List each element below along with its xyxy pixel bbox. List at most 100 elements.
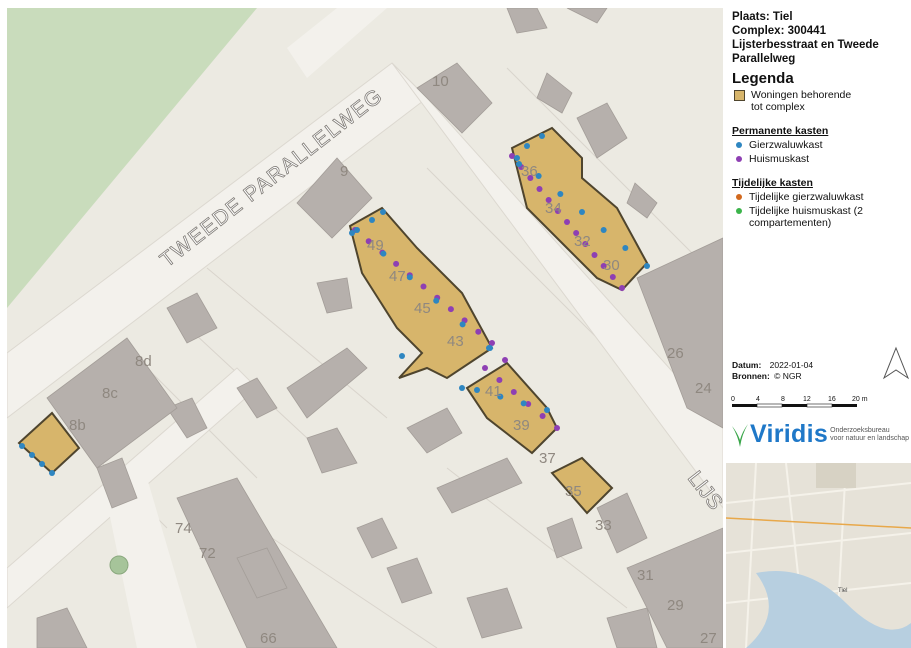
legend-label: Gierzwaluwkast bbox=[749, 139, 823, 151]
huismuskast-marker bbox=[475, 328, 482, 335]
house-number: 31 bbox=[637, 567, 654, 584]
overview-map[interactable]: Tiel bbox=[726, 463, 911, 648]
gierzwaluwkast-marker bbox=[29, 452, 35, 458]
house-number: 35 bbox=[565, 483, 582, 500]
complex-house-49-43 bbox=[348, 206, 494, 380]
gierzwaluwkast-marker bbox=[399, 353, 405, 359]
house-number: 30 bbox=[603, 257, 620, 274]
nest-boxes bbox=[19, 133, 650, 476]
green-strip bbox=[7, 8, 257, 308]
house-number: 49 bbox=[367, 237, 384, 254]
legend-item-tijdelijke-gierzwaluwkast: Tijdelijke gierzwaluwkast bbox=[732, 191, 907, 203]
legend-item-gierzwaluwkast: Gierzwaluwkast bbox=[732, 139, 907, 151]
legend-label: Tijdelijke gierzwaluwkast bbox=[749, 191, 864, 203]
map-area[interactable]: TWEEDE PARALLELWEG LIJS 10 9 36 34 32 30… bbox=[7, 8, 723, 648]
house-number: 24 bbox=[695, 380, 712, 397]
scale-tick: 20 m bbox=[852, 396, 868, 403]
gierzwaluwkast-marker bbox=[557, 191, 564, 197]
huismuskast-marker bbox=[509, 153, 515, 159]
house-number: 72 bbox=[199, 545, 216, 562]
permanent-heading: Permanente kasten bbox=[732, 125, 829, 137]
house-number: 8c bbox=[102, 385, 118, 402]
legend-item-tijdelijke-huismuskast: Tijdelijke huismuskast (2 compartementen… bbox=[732, 205, 907, 229]
house-number: 39 bbox=[513, 417, 530, 434]
huismuskast-marker bbox=[591, 252, 598, 258]
gierzwaluwkast-marker bbox=[49, 470, 55, 476]
woningen-swatch bbox=[734, 90, 745, 101]
logo-subtitle-1: Onderzoeksbureau bbox=[830, 426, 890, 434]
leaf-icon bbox=[732, 423, 748, 447]
legend-item-huismuskast: Huismuskast bbox=[732, 153, 907, 165]
gierzwaluwkast-marker bbox=[354, 227, 360, 233]
logo-subtitle: Onderzoeksbureau voor natuur en landscha… bbox=[830, 427, 909, 443]
house-number: 33 bbox=[595, 517, 612, 534]
gierzwaluwkast-marker bbox=[524, 143, 530, 149]
datum-line: Datum: 2022-01-04 bbox=[732, 360, 902, 371]
datum-label: Datum: bbox=[732, 360, 762, 370]
gierzwaluwkast-marker bbox=[349, 230, 355, 236]
huismuskast-marker bbox=[619, 285, 625, 291]
house-number: 9 bbox=[340, 163, 348, 180]
house-number: 41 bbox=[485, 383, 502, 400]
huismuskast-marker bbox=[420, 283, 427, 290]
house-number: 74 bbox=[175, 520, 192, 537]
viridis-logo: Viridis Onderzoeksbureau voor natuur en … bbox=[730, 420, 909, 449]
huismuskast-marker bbox=[545, 197, 552, 203]
huismuskast-marker bbox=[609, 274, 616, 280]
gierzwaluwkast-marker bbox=[474, 387, 480, 393]
gierzwaluwkast-marker bbox=[520, 400, 527, 407]
gierzwaluwkast-marker bbox=[19, 443, 25, 449]
logo-subtitle-2: voor natuur en landschap bbox=[830, 434, 910, 442]
scale-tick: 0 bbox=[731, 396, 735, 403]
house-number: 8d bbox=[135, 353, 152, 370]
complex-houses bbox=[17, 126, 649, 515]
complex-house-36-30 bbox=[510, 126, 649, 292]
house-number: 36 bbox=[521, 163, 538, 180]
huismuskast-marker bbox=[489, 340, 495, 346]
house-number: 37 bbox=[539, 450, 556, 467]
buildings bbox=[36, 8, 723, 648]
huismuskast-marker bbox=[536, 186, 543, 192]
scale-tick: 4 bbox=[756, 396, 760, 403]
gierzwaluw-dot-icon bbox=[736, 142, 742, 148]
huismus-dot-icon bbox=[736, 156, 742, 162]
huismuskast-marker bbox=[365, 238, 372, 245]
legend-heading: Legenda bbox=[732, 70, 794, 87]
tijdelijk-huismus-dot-icon bbox=[736, 208, 742, 214]
map-meta: Datum: 2022-01-04 Bronnen: © NGR bbox=[732, 360, 902, 382]
gierzwaluwkast-marker bbox=[406, 274, 413, 281]
house-number: 32 bbox=[574, 233, 591, 250]
house-number: 66 bbox=[260, 630, 277, 647]
huismuskast-marker bbox=[582, 241, 589, 247]
gierzwaluwkast-marker bbox=[380, 250, 387, 257]
overview-canvas: Tiel bbox=[726, 463, 911, 648]
legend-label: Tijdelijke huismuskast (2 compartementen… bbox=[749, 205, 863, 229]
scale-tick: 16 bbox=[828, 396, 836, 403]
scale-tick: 12 bbox=[803, 396, 811, 403]
gierzwaluwkast-marker bbox=[39, 461, 45, 467]
overview-place-label: Tiel bbox=[838, 588, 847, 594]
house-number: 26 bbox=[667, 345, 684, 362]
road-vertical bbox=[102, 478, 197, 648]
bronnen-value: © NGR bbox=[774, 371, 802, 381]
scalebar: 0 4 8 12 16 20 m bbox=[731, 396, 868, 408]
huismuskast-marker bbox=[554, 208, 561, 214]
gierzwaluwkast-marker bbox=[380, 209, 386, 215]
huismuskast-marker bbox=[525, 401, 532, 407]
bronnen-label: Bronnen: bbox=[732, 371, 770, 381]
complex-house-35 bbox=[550, 456, 614, 515]
gierzwaluwkast-marker bbox=[516, 161, 522, 167]
huismuskast-marker bbox=[510, 389, 517, 395]
gierzwaluwkast-marker bbox=[459, 385, 465, 391]
huismuskast-marker bbox=[482, 365, 488, 371]
huismuskast-marker bbox=[573, 230, 580, 236]
road-lijsterbesstraat bbox=[391, 62, 723, 509]
house-number: 10 bbox=[432, 73, 449, 90]
house-number: 45 bbox=[414, 300, 431, 317]
gierzwaluwkast-marker bbox=[369, 217, 375, 223]
gierzwaluwkast-marker bbox=[579, 209, 585, 215]
house-number: 34 bbox=[545, 200, 562, 217]
tree-icon bbox=[109, 555, 129, 575]
house-numbers: 10 9 36 34 32 30 49 47 45 43 41 39 37 35… bbox=[69, 73, 717, 647]
tijdelijk-gierzwaluw-dot-icon bbox=[736, 194, 742, 200]
